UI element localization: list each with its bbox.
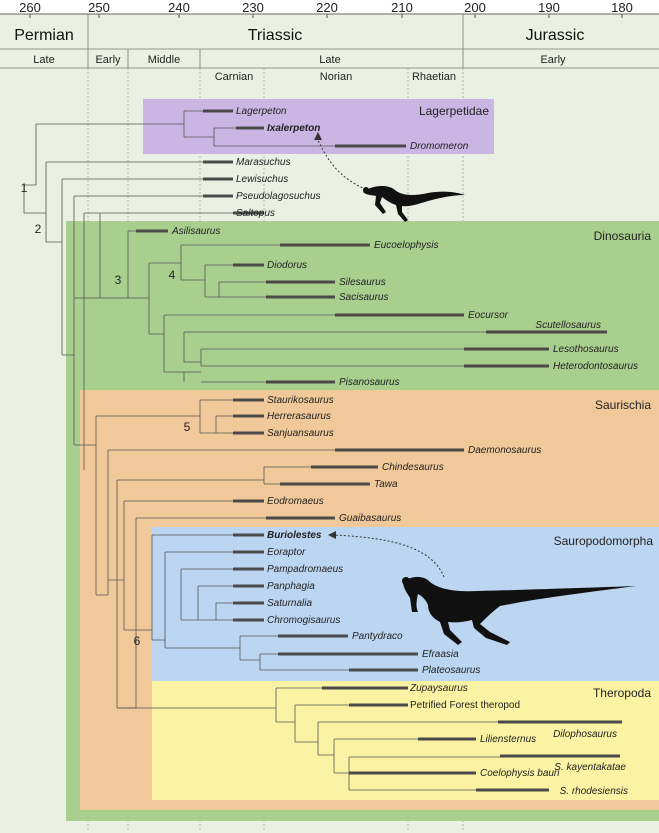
taxon-label: Pisanosaurus bbox=[339, 377, 400, 388]
taxon-label: S. rhodesiensis bbox=[560, 786, 628, 797]
taxon-label: Lewisuchus bbox=[236, 174, 288, 185]
node-label-1: 1 bbox=[21, 181, 28, 195]
stage-rhaetian: Rhaetian bbox=[412, 71, 456, 83]
taxon-label: Pantydraco bbox=[352, 631, 403, 642]
buriolestes-silhouette bbox=[402, 576, 636, 645]
tick-label: 240 bbox=[168, 0, 190, 15]
tick-label: 180 bbox=[611, 0, 633, 15]
taxon-label: Sanjuansaurus bbox=[267, 428, 334, 439]
taxon-label: Asilisaurus bbox=[171, 226, 220, 237]
tick-label: 230 bbox=[242, 0, 264, 15]
node-label-2: 2 bbox=[35, 222, 42, 236]
taxon-label: Diodorus bbox=[267, 260, 307, 271]
tick-label: 220 bbox=[316, 0, 338, 15]
taxon-label: Silesaurus bbox=[339, 277, 386, 288]
clade-label-lagerpetidae: Lagerpetidae bbox=[419, 104, 489, 118]
stratigraphic-ranges bbox=[136, 109, 622, 792]
taxon-label: Scutellosaurus bbox=[535, 320, 601, 331]
taxon-label: Buriolestes bbox=[267, 530, 322, 541]
tick-label: 250 bbox=[88, 0, 110, 15]
taxon-label: Eocursor bbox=[468, 310, 509, 321]
taxon-label: Pseudolagosuchus bbox=[236, 191, 321, 202]
node-label-4: 4 bbox=[169, 268, 176, 282]
taxon-label: Ixalerpeton bbox=[267, 123, 320, 134]
tick-label: 200 bbox=[464, 0, 486, 15]
stage-carnian: Carnian bbox=[215, 71, 254, 83]
period-permian: Permian bbox=[14, 27, 74, 44]
taxon-label: Liliensternus bbox=[480, 734, 536, 745]
taxon-label: Heterodontosaurus bbox=[553, 361, 638, 372]
node-label-3: 3 bbox=[115, 273, 122, 287]
taxon-label: Sacisaurus bbox=[339, 292, 388, 303]
taxon-label: Lesothosaurus bbox=[553, 344, 619, 355]
taxon-label: Staurikosaurus bbox=[267, 395, 334, 406]
clade-box-theropoda bbox=[152, 681, 659, 800]
clade-label-sauropodomorpha: Sauropodomorpha bbox=[554, 534, 654, 548]
taxon-label: Efraasia bbox=[422, 649, 459, 660]
epoch-late-permian: Late bbox=[33, 54, 54, 66]
stage-norian: Norian bbox=[320, 71, 352, 83]
epoch-late-triassic: Late bbox=[319, 54, 340, 66]
arrow-head bbox=[328, 531, 336, 539]
taxon-label: S. kayentakatae bbox=[554, 762, 626, 773]
taxon-label: Guaibasaurus bbox=[339, 513, 401, 524]
tree-branches bbox=[23, 110, 500, 791]
tick-label: 260 bbox=[19, 0, 41, 15]
taxon-label: Plateosaurus bbox=[422, 665, 480, 676]
period-triassic: Triassic bbox=[248, 27, 303, 44]
clade-label-theropoda: Theropoda bbox=[593, 686, 651, 700]
taxon-label: Pampadromaeus bbox=[267, 564, 343, 575]
taxon-label: Herrerasaurus bbox=[267, 411, 331, 422]
arrow-to-ixalerpeton bbox=[317, 139, 386, 197]
taxon-label: Coelophysis bauri bbox=[480, 768, 560, 779]
timescale-band bbox=[0, 14, 659, 68]
clade-box-sauropodomorpha bbox=[152, 527, 659, 681]
taxon-label: Saltopus bbox=[236, 208, 275, 219]
taxon-label: Daemonosaurus bbox=[468, 445, 541, 456]
clade-label-dinosauria: Dinosauria bbox=[594, 229, 652, 243]
clade-label-saurischia: Saurischia bbox=[595, 398, 651, 412]
node-label-5: 5 bbox=[184, 420, 191, 434]
taxon-label: Tawa bbox=[374, 479, 398, 490]
taxon-label: Dilophosaurus bbox=[553, 729, 617, 740]
arrow-head bbox=[314, 132, 322, 140]
taxon-label: Saturnalia bbox=[267, 598, 312, 609]
taxon-label: Petrified Forest theropod bbox=[410, 700, 520, 711]
taxon-label: Eucoelophysis bbox=[374, 240, 438, 251]
arrow-to-buriolestes bbox=[333, 534, 445, 578]
period-jurassic: Jurassic bbox=[526, 27, 585, 44]
taxon-label: Chromogisaurus bbox=[267, 615, 340, 626]
taxon-label: Eodromaeus bbox=[267, 496, 324, 507]
epoch-middle-triassic: Middle bbox=[148, 54, 180, 66]
taxon-label: Eoraptor bbox=[267, 547, 306, 558]
taxon-label: Zupaysaurus bbox=[409, 683, 468, 694]
ixalerpeton-silhouette bbox=[363, 186, 465, 222]
epoch-early-jurassic: Early bbox=[540, 54, 566, 66]
epoch-early-triassic: Early bbox=[95, 54, 121, 66]
tick-label: 190 bbox=[538, 0, 560, 15]
taxon-label: Chindesaurus bbox=[382, 462, 444, 473]
taxon-label: Dromomeron bbox=[410, 141, 469, 152]
taxon-label: Lagerpeton bbox=[236, 106, 287, 117]
node-label-6: 6 bbox=[134, 634, 141, 648]
clade-box-lagerpetidae bbox=[143, 99, 494, 154]
tick-label: 210 bbox=[391, 0, 413, 15]
taxon-label: Panphagia bbox=[267, 581, 315, 592]
taxon-label: Marasuchus bbox=[236, 157, 290, 168]
